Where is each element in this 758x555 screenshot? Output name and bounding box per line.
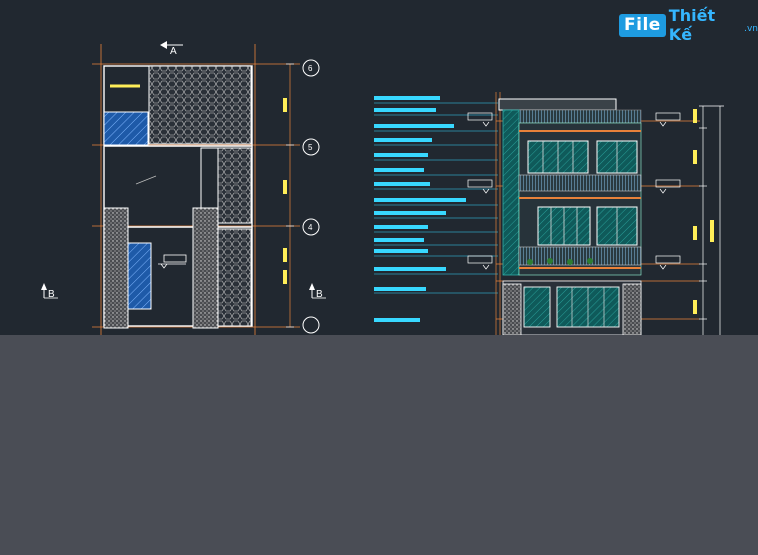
- logo-tld: .vn: [744, 24, 758, 34]
- grid-mark-5: 5: [308, 143, 313, 152]
- section-b-label-right: B: [316, 289, 323, 300]
- section-a-label: A: [170, 46, 177, 57]
- section-b-label-left: B: [48, 289, 55, 300]
- cad-drawing: A B B 6 5 4: [41, 41, 724, 335]
- cad-drawing-canvas[interactable]: A B B 6 5 4 File Thiết Kế .vn: [0, 0, 758, 335]
- lower-empty-panel: [0, 335, 758, 555]
- elevation-drawing: [374, 92, 724, 335]
- grid-mark-4: 4: [308, 223, 313, 232]
- floor-plan: [41, 41, 326, 335]
- filethietke-logo[interactable]: File Thiết Kế .vn: [619, 6, 758, 44]
- logo-file: File: [619, 13, 666, 37]
- logo-name: Thiết Kế: [668, 6, 716, 44]
- grid-mark-6: 6: [308, 64, 313, 73]
